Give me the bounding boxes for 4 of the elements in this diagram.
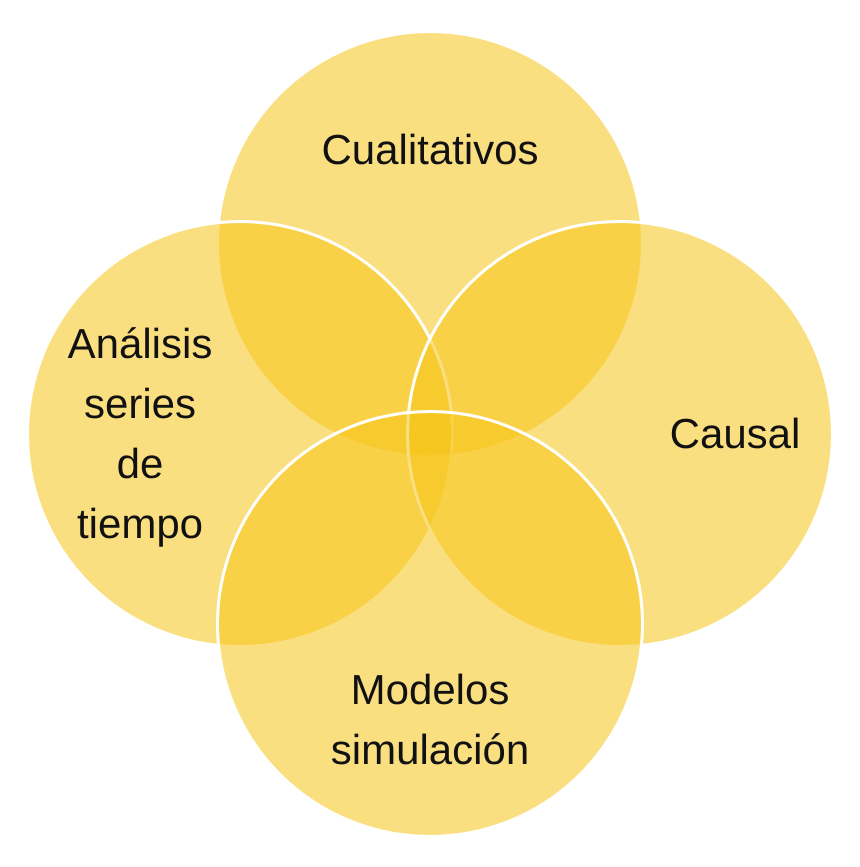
set-label: Modelos simulación: [330, 665, 530, 775]
set-label: Causal: [668, 409, 802, 459]
set-label: Cualitativos: [320, 125, 540, 175]
set-label: Análisis series de tiempo: [66, 319, 214, 549]
